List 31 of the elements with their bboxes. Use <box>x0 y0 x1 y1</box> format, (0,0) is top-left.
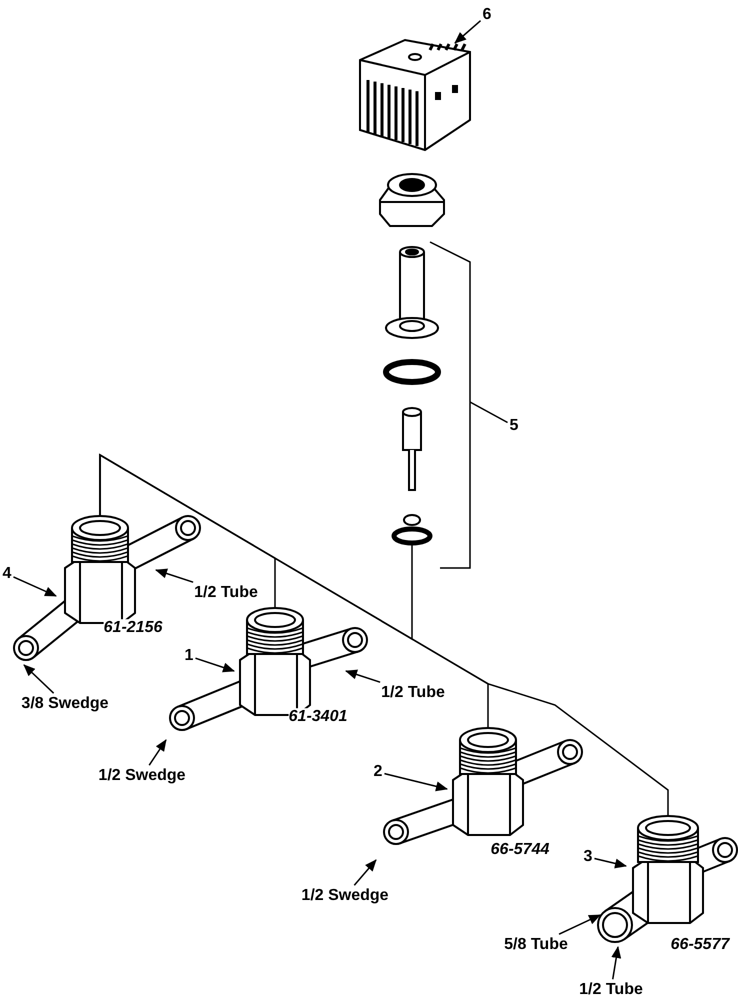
callout-label: 1/2 Tube <box>381 684 445 702</box>
seat-washer-drawing <box>392 514 432 546</box>
callout-label: 1/2 Swedge <box>301 887 389 905</box>
solenoid-coil-drawing <box>359 38 471 152</box>
leader-arrow <box>155 568 194 583</box>
leader-arrow <box>195 657 235 672</box>
leader-line <box>470 401 508 424</box>
leader-arrow <box>384 772 448 792</box>
leader-arrow <box>13 576 57 597</box>
leader-arrow <box>354 859 377 886</box>
callout-label: 1/2 Tube <box>194 584 258 602</box>
callout-label: 1 <box>184 647 194 665</box>
callout-label: 4 <box>2 565 12 583</box>
assembly-centerline <box>99 454 413 640</box>
leader-arrow <box>345 670 380 683</box>
leader-arrow <box>454 20 482 44</box>
callout-label: 1/2 Tube <box>579 981 643 999</box>
leader-arrow <box>23 664 54 694</box>
bracket <box>430 241 471 569</box>
callout-label: 2 <box>374 763 382 781</box>
callout-label: 6 <box>482 6 492 24</box>
leader-arrow <box>558 914 601 935</box>
leader-arrow <box>148 739 167 766</box>
leader-arrow <box>594 858 627 868</box>
callout-label: 5/8 Tube <box>504 936 568 954</box>
callout-label: 1/2 Swedge <box>98 767 186 785</box>
callout-label: 3/8 Swedge <box>21 695 109 713</box>
callout-label: 3 <box>584 848 592 866</box>
valve-drawing <box>169 607 368 731</box>
leader-arrow <box>611 946 622 980</box>
callout-label: 5 <box>510 417 518 435</box>
